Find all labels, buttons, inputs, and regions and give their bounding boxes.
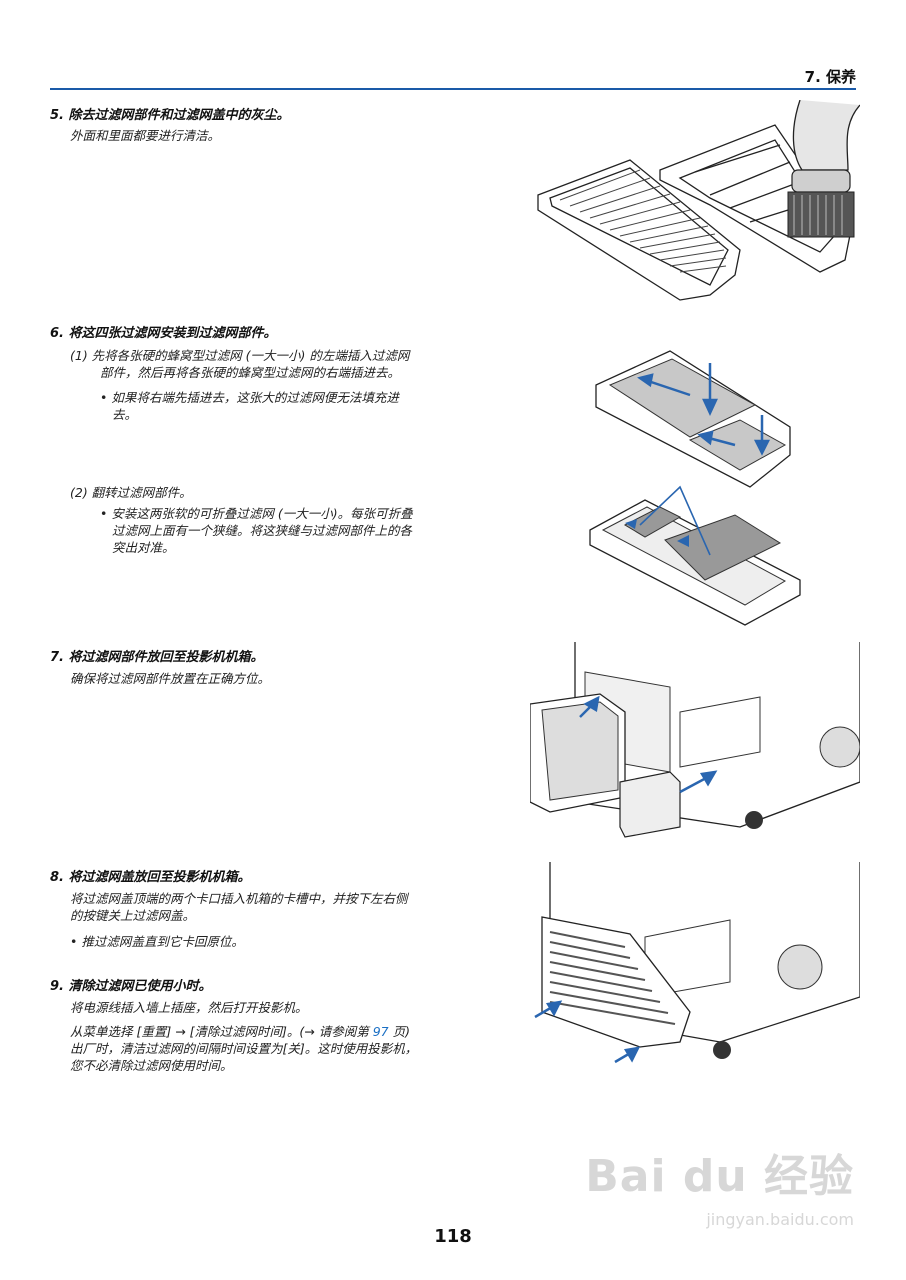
figure-cover-into-cabinet [534,862,860,1064]
step-8-bullet: • 推过滤网盖直到它卡回原位。 [70,934,244,949]
step-9-title: 9. 清除过滤网已使用小时。 [50,979,212,994]
step-7-text: 确保将过滤网部件放置在正确方位。 [70,671,271,686]
figure-filter-into-cabinet [530,642,860,838]
step-6-sub2-bullet-line1: • 安装这两张软的可折叠过滤网 (一大一小)。每张可折叠 [100,506,413,521]
section-title: 7. 保养 [804,68,856,86]
step-6-title: 6. 将这四张过滤网安装到过滤网部件。 [50,326,277,341]
step-7-title: 7. 将过滤网部件放回至投影机机箱。 [50,650,264,665]
step-8-text-line1: 将过滤网盖顶端的两个卡口插入机箱的卡槽中，并按下左右侧 [70,891,408,906]
step-6-sub1-bullet-line2: 去。 [112,407,138,422]
step-9-text1: 将电源线插入墙上插座，然后打开投影机。 [70,1000,308,1015]
step-9-text2-b: 页) [388,1024,410,1039]
step-6-sub1-line1: (1) 先将各张硬的蜂窝型过滤网 (一大一小) 的左端插入过滤网 [70,348,410,363]
watermark-brand: Bai du 经验 [585,1151,854,1202]
figure-clean-filter [537,100,860,301]
figure-insert-hard-filters [595,350,791,488]
page-number: 118 [434,1226,472,1247]
step-9-text3: 出厂时，清洁过滤网的间隔时间设置为[关]。这时使用投影机， [70,1041,418,1056]
step-8-title: 8. 将过滤网盖放回至投影机机箱。 [50,870,251,885]
step-6-sub1-bullet-line1: • 如果将右端先插进去，这张大的过滤网便无法填充进 [100,390,399,405]
header-rule [50,88,856,90]
step-8-text-line2: 的按键关上过滤网盖。 [70,908,196,923]
step-6-sub2-bullet-line3: 突出对准。 [112,540,175,555]
baidu-watermark: Bai du 经验 jingyan.baidu.com [585,1140,854,1229]
page-97-link[interactable]: 97 [372,1024,389,1039]
step-9-text4: 您不必清除过滤网使用时间。 [70,1058,233,1073]
step-6-sub1-line2: 部件，然后再将各张硬的蜂窝型过滤网的右端插进去。 [100,365,401,380]
step-9-text2: 从菜单选择 [重置] → [清除过滤网时间]。(→ 请参阅第 97 页) [70,1023,410,1040]
step-5-text: 外面和里面都要进行清洁。 [70,128,221,143]
step-5-title: 5. 除去过滤网部件和过滤网盖中的灰尘。 [50,108,290,123]
figure-soft-filters [589,485,801,626]
step-6-sub2-bullet-line2: 过滤网上面有一个狭缝。将这狭缝与过滤网部件上的各 [112,523,413,538]
step-9-text2-a: 从菜单选择 [重置] → [清除过滤网时间]。(→ 请参阅第 [70,1024,373,1039]
watermark-url: jingyan.baidu.com [706,1210,854,1229]
step-6-sub2: (2) 翻转过滤网部件。 [70,485,192,500]
